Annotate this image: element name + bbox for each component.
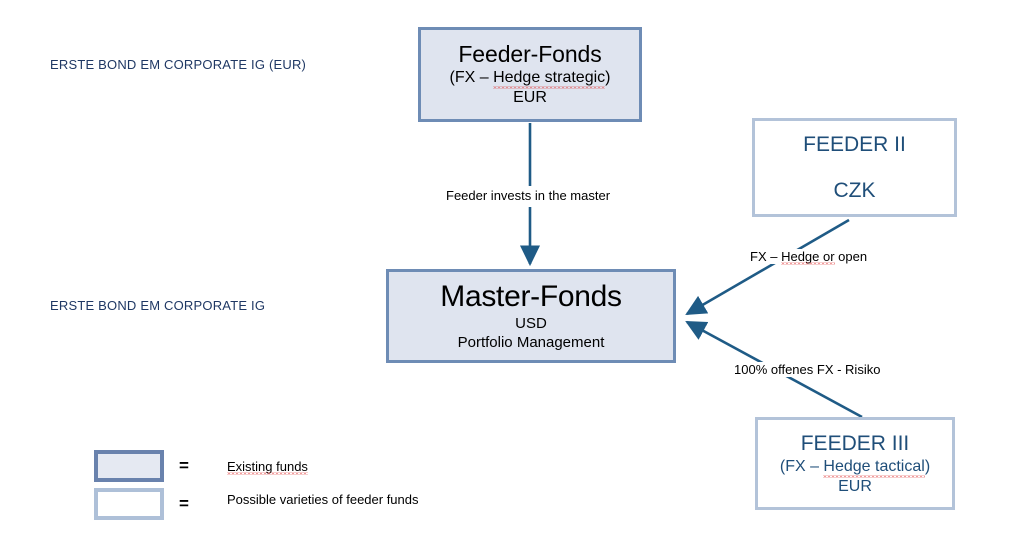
edge-label-fx-hedge-suffix: open <box>834 249 868 264</box>
feeder-fonds-subtitle: (FX – Hedge strategic) <box>449 68 611 89</box>
legend-label-existing-funds: Existing funds <box>227 459 308 475</box>
edge-label-fx-hedge-prefix: FX – <box>750 249 782 264</box>
legend-label-existing-funds-text: Existing funds <box>227 459 308 475</box>
master-fonds-currency: USD <box>515 315 547 332</box>
node-feeder-two[interactable]: FEEDER II CZK <box>752 118 957 217</box>
feeder-three-subtitle-misspelled: Hedge tactical <box>823 457 926 478</box>
feeder-two-currency: CZK <box>833 179 876 203</box>
legend-label-possible-feeders: Possible varieties of feeder funds <box>227 492 419 507</box>
feeder-three-subtitle-prefix: (FX – <box>779 457 824 475</box>
feeder-two-title: FEEDER II <box>803 132 906 156</box>
edge-label-feeder-invests: Feeder invests in the master <box>443 188 614 203</box>
edge-label-fx-hedge-misspelled: Hedge or <box>781 249 836 265</box>
feeder-three-title: FEEDER III <box>800 431 910 455</box>
node-master-fonds[interactable]: Master-Fonds USD Portfolio Management <box>386 269 676 363</box>
feeder-fonds-subtitle-misspelled: Hedge strategic <box>493 69 606 89</box>
feeder-fonds-subtitle-prefix: (FX – <box>449 69 494 86</box>
category-label-master: ERSTE BOND EM CORPORATE IG <box>50 298 266 313</box>
edge-label-open-fx-risk: 100% offenes FX - Risiko <box>731 362 884 377</box>
master-fonds-note: Portfolio Management <box>457 334 605 351</box>
legend-equals-possible: = <box>179 494 189 513</box>
node-feeder-fonds[interactable]: Feeder-Fonds (FX – Hedge strategic) EUR <box>418 27 642 122</box>
feeder-fonds-subtitle-suffix: ) <box>605 69 611 86</box>
feeder-three-currency: EUR <box>838 477 872 495</box>
feeder-three-subtitle-suffix: ) <box>924 457 931 475</box>
master-fonds-title: Master-Fonds <box>440 280 622 313</box>
legend-equals-existing: = <box>179 456 189 475</box>
feeder-fonds-currency: EUR <box>513 89 547 106</box>
legend-swatch-existing-funds <box>94 450 164 482</box>
arrow-feeder-two-to-master <box>685 218 850 316</box>
feeder-three-subtitle: (FX – Hedge tactical) <box>779 457 931 478</box>
feeder-fonds-title: Feeder-Fonds <box>458 41 602 67</box>
node-feeder-three[interactable]: FEEDER III (FX – Hedge tactical) EUR <box>755 417 955 510</box>
edge-label-fx-hedge-or-open: FX – Hedge or open <box>747 249 871 265</box>
legend-swatch-possible-feeders <box>94 488 164 520</box>
category-label-feeder: ERSTE BOND EM CORPORATE IG (EUR) <box>50 57 307 72</box>
